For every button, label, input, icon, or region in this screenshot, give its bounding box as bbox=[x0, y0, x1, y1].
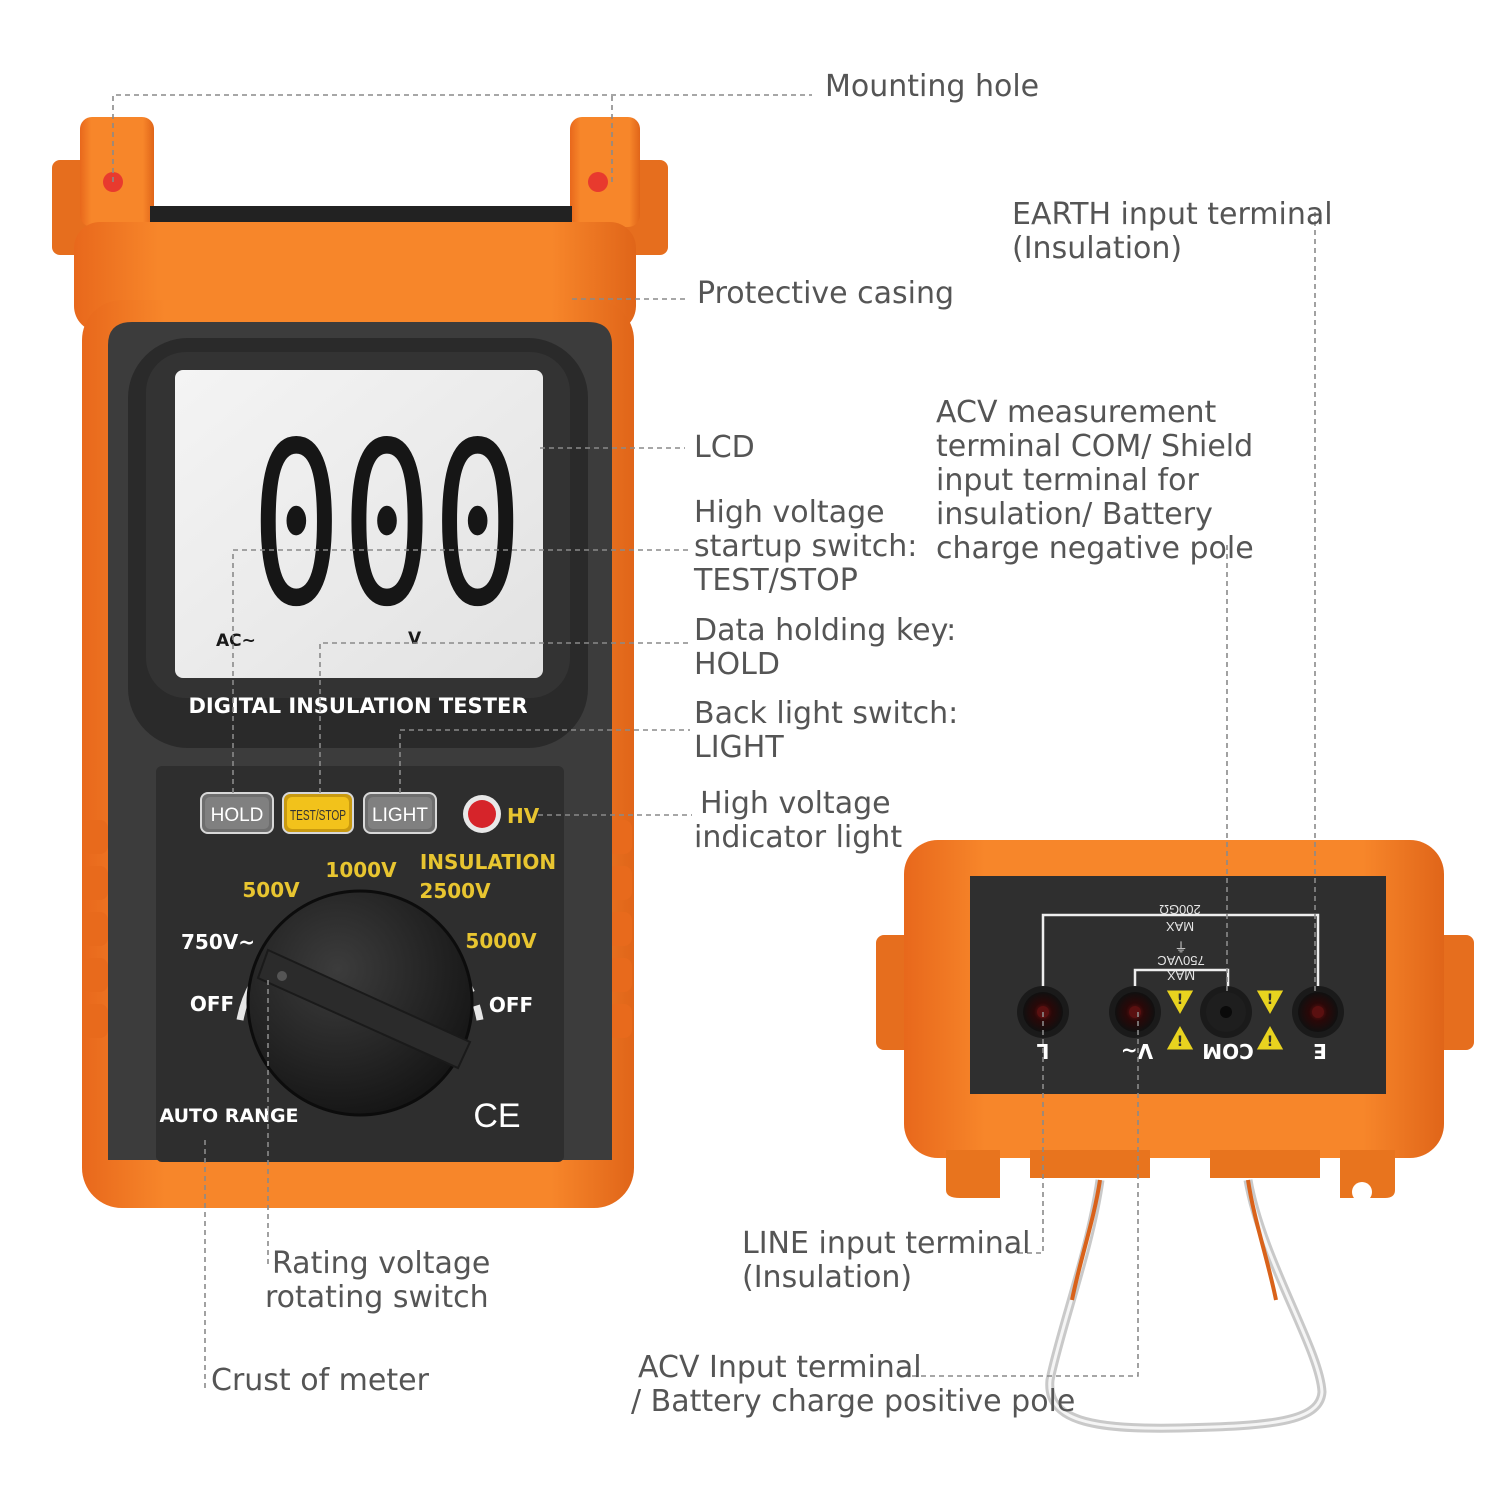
hv-indicator-light bbox=[468, 800, 496, 828]
terminal-panel: 200GΩ MAX ⏚ 750VAC MAX ! ! ! ! bbox=[876, 840, 1474, 1433]
test-stop-button[interactable]: TEST/STOP bbox=[282, 792, 354, 834]
callout-line: rotating switch bbox=[265, 1280, 489, 1315]
lcd-digits: 000 bbox=[251, 395, 523, 657]
callout-line: TEST/STOP bbox=[694, 563, 858, 598]
callout-line: Mounting hole bbox=[825, 69, 1040, 104]
svg-text:!: ! bbox=[1267, 992, 1273, 1008]
lcd-screen bbox=[175, 370, 543, 678]
callout-line: ACV measurement bbox=[936, 395, 1217, 430]
meter-body: 000 AC~ V DIGITAL INSULATION TESTER HOLD… bbox=[52, 117, 668, 1208]
callout-line: Rating voltage bbox=[272, 1246, 491, 1281]
terminal-jack-e[interactable] bbox=[1292, 986, 1344, 1038]
terminal-face bbox=[970, 876, 1386, 1094]
dial-label-off-right: OFF bbox=[489, 993, 533, 1017]
terminal-label-com: COM bbox=[1202, 1039, 1254, 1063]
callout-line: (Insulation) bbox=[1012, 231, 1183, 266]
callout-acv-input-terminal: ACV Input terminal / Battery charge posi… bbox=[631, 1350, 1075, 1419]
dial-label-2500v: 2500V bbox=[419, 879, 491, 903]
callout-line: insulation/ Battery bbox=[936, 497, 1213, 532]
right-grip-ridges bbox=[608, 820, 632, 1038]
dial-label-500v: 500V bbox=[242, 878, 300, 902]
test-stop-button-label: TEST/STOP bbox=[290, 807, 346, 824]
warning-icon bbox=[1165, 1023, 1195, 1051]
dial-label-off-left: OFF bbox=[190, 992, 234, 1016]
max-word-outer: MAX bbox=[1166, 919, 1195, 934]
callout-line: LINE input terminal bbox=[742, 1226, 1031, 1261]
left-mounting-ear bbox=[80, 117, 154, 227]
rotary-switch[interactable] bbox=[246, 889, 474, 1117]
callout-line: / Battery charge positive pole bbox=[631, 1384, 1076, 1419]
warning-icon bbox=[1255, 989, 1285, 1017]
hv-label: HV bbox=[507, 804, 540, 828]
callout-line: indicator light bbox=[694, 820, 903, 855]
lcd-mode-indicator: AC~ bbox=[216, 631, 256, 651]
callout-crust-of-meter: Crust of meter bbox=[211, 1364, 429, 1398]
left-grip-ridges bbox=[84, 820, 108, 1038]
callout-rating-switch: Rating voltage rotating switch bbox=[265, 1246, 491, 1315]
callout-line: EARTH input terminal bbox=[1012, 197, 1333, 232]
callout-line: Data holding key: bbox=[694, 613, 957, 648]
callout-line: High voltage bbox=[700, 786, 891, 821]
callout-line: charge negative pole bbox=[936, 531, 1254, 566]
callout-backlight-switch: Back light switch: LIGHT bbox=[694, 697, 958, 765]
lcd-unit-indicator: V bbox=[408, 629, 422, 649]
max-voltage-label: 750VAC bbox=[1157, 953, 1204, 968]
light-button-label: LIGHT bbox=[372, 805, 428, 826]
svg-text:!: ! bbox=[1267, 1034, 1273, 1050]
callout-line-terminal: LINE input terminal (Insulation) bbox=[742, 1227, 1031, 1295]
svg-text:!: ! bbox=[1177, 1034, 1183, 1050]
callout-protective-casing: Protective casing bbox=[697, 277, 954, 311]
hold-button-label: HOLD bbox=[211, 805, 264, 826]
insulation-label: INSULATION bbox=[420, 850, 556, 874]
terminal-jack-v[interactable] bbox=[1109, 986, 1161, 1038]
warning-icon bbox=[1165, 989, 1195, 1017]
right-mounting-hole-icon bbox=[588, 172, 608, 192]
callout-line: Crust of meter bbox=[211, 1363, 429, 1398]
terminal-label-v: V~ bbox=[1121, 1039, 1153, 1063]
callout-acv-com-terminal: ACV measurement terminal COM/ Shield inp… bbox=[936, 396, 1254, 566]
auto-range-label: AUTO RANGE bbox=[159, 1105, 298, 1127]
callout-earth-terminal: EARTH input terminal (Insulation) bbox=[1012, 198, 1333, 266]
max-resistance-label: 200GΩ bbox=[1159, 902, 1201, 917]
callout-hv-startup-switch: High voltage startup switch: TEST/STOP bbox=[694, 496, 917, 598]
dial-label-5000v: 5000V bbox=[465, 929, 537, 953]
callout-line: Protective casing bbox=[697, 276, 955, 311]
callout-lcd: LCD bbox=[694, 431, 755, 465]
callout-line: LCD bbox=[694, 430, 755, 465]
callout-line: HOLD bbox=[694, 647, 780, 682]
callout-line: Back light switch: bbox=[694, 696, 959, 731]
dial-label-1000v: 1000V bbox=[325, 858, 397, 882]
callout-hold-key: Data holding key: HOLD bbox=[694, 614, 956, 682]
callout-line: (Insulation) bbox=[742, 1260, 913, 1295]
ce-mark: CE bbox=[473, 1097, 520, 1135]
callout-line: startup switch: bbox=[694, 529, 918, 564]
terminal-label-e: E bbox=[1313, 1039, 1327, 1063]
max-word-inner: MAX bbox=[1167, 968, 1196, 983]
callout-mounting-hole: Mounting hole bbox=[825, 70, 1039, 104]
callout-hv-indicator: High voltage indicator light bbox=[694, 786, 902, 855]
terminal-jack-com[interactable] bbox=[1200, 986, 1252, 1038]
ground-symbol-icon: ⏚ bbox=[1174, 941, 1187, 956]
warning-triangles bbox=[1165, 989, 1285, 1051]
hold-button[interactable]: HOLD bbox=[200, 792, 274, 834]
callout-line: terminal COM/ Shield bbox=[936, 429, 1254, 464]
callout-line: High voltage bbox=[694, 495, 885, 530]
warning-icon bbox=[1255, 1023, 1285, 1051]
dial-label-750v-ac: 750V~ bbox=[181, 930, 255, 954]
light-button[interactable]: LIGHT bbox=[363, 792, 437, 834]
leader-lines bbox=[112, 94, 1316, 1390]
model-name: DIGITAL INSULATION TESTER bbox=[188, 694, 527, 718]
callout-line: input terminal for bbox=[936, 463, 1199, 498]
callout-line: LIGHT bbox=[694, 730, 784, 765]
callout-line: ACV Input terminal bbox=[638, 1350, 922, 1385]
svg-text:!: ! bbox=[1177, 992, 1183, 1008]
right-mounting-ear bbox=[570, 117, 640, 227]
